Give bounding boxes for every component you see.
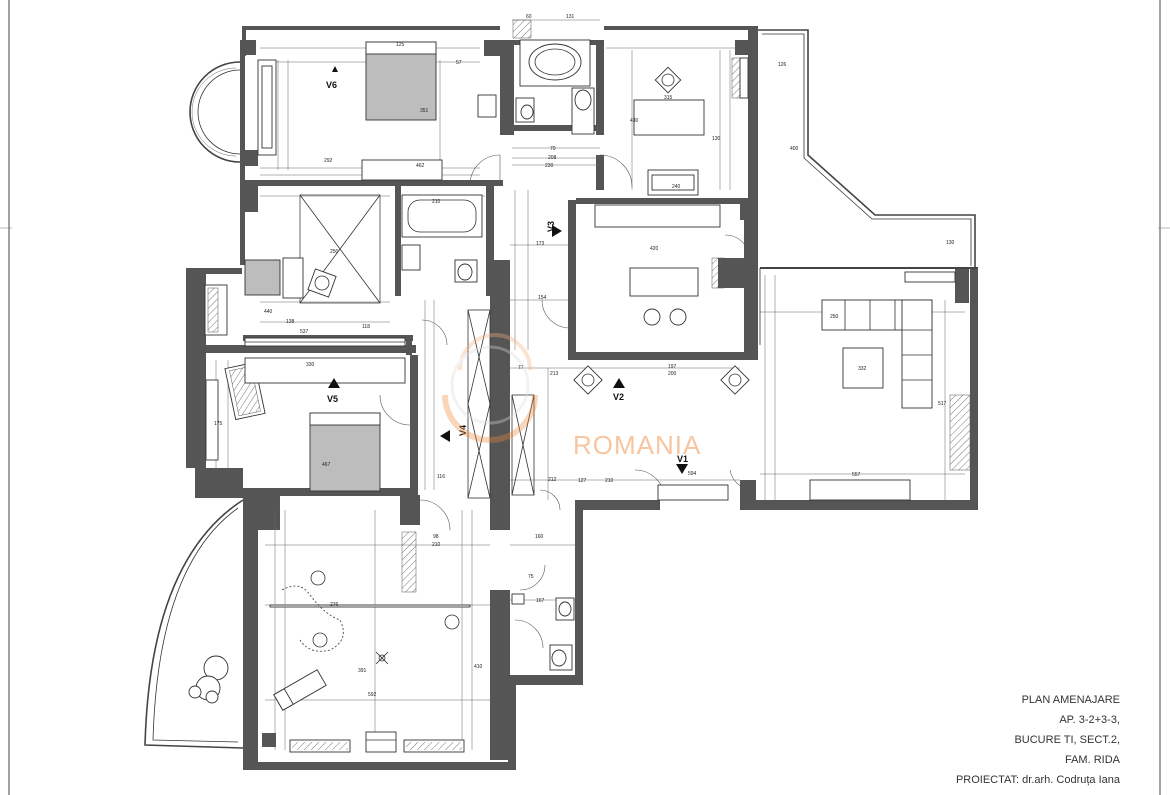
dim-text: 210 [605, 478, 614, 484]
view-marker-v2 [613, 378, 625, 388]
dim-text: 75 [528, 574, 534, 580]
dim-text: 154 [538, 295, 547, 301]
view-marker-v5 [328, 378, 340, 388]
dim-text: 175 [214, 421, 223, 427]
dim-text: 332 [858, 366, 867, 372]
dim-text: 116 [437, 474, 445, 480]
view-label-v1: V1 [677, 454, 688, 464]
dim-text: 60 [526, 14, 532, 20]
lower-left-room [262, 531, 471, 753]
dim-text: 391 [358, 668, 367, 674]
dim-text: 126 [778, 62, 787, 68]
view-marker-v1 [676, 464, 688, 474]
dim-text: 292 [324, 158, 333, 164]
view-marker-v6 [332, 66, 338, 72]
bedroom-v5 [205, 357, 406, 492]
bedroom-v6 [257, 41, 497, 181]
bathroom-top [512, 19, 595, 135]
view-label-v3: V3 [546, 221, 556, 232]
dim-text: 440 [264, 309, 273, 315]
dim-text: 351 [420, 108, 429, 114]
watermark-text: ROMANIA [573, 430, 702, 460]
dim-text: 240 [672, 184, 681, 190]
dim-text: 410 [474, 664, 483, 670]
dim-text: 77 [518, 365, 524, 371]
dim-text: 420 [650, 246, 659, 252]
title-block: PLAN AMENAJARE AP. 3-2+3-3, BUCURE TI, S… [956, 690, 1120, 790]
watermark-logo [442, 333, 538, 443]
view-label-v6: V6 [326, 80, 337, 90]
bathroom-lower [511, 593, 575, 671]
view-label-v4: V4 [458, 425, 468, 436]
dim-text: 557 [852, 472, 861, 478]
dim-text: 430 [630, 118, 639, 124]
balcony-table [188, 655, 229, 704]
view-markers [328, 66, 688, 474]
view-label-v2: V2 [613, 392, 624, 402]
title-line-designer: PROIECTAT: dr.arh. Codruța Iana [955, 774, 1120, 786]
dim-text: 70 [550, 146, 556, 152]
dim-text: 127 [578, 478, 587, 484]
bay-window-top [189, 61, 241, 163]
dim-text: 98 [433, 534, 439, 540]
dim-text: 125 [396, 42, 405, 48]
interior-walls [206, 125, 758, 530]
dim-text: 276 [330, 602, 339, 608]
dim-text: 131 [566, 14, 575, 20]
view-label-v5: V5 [327, 394, 338, 404]
dim-text: 130 [712, 136, 721, 142]
view-marker-v4 [440, 430, 450, 442]
dim-text: 467 [322, 462, 331, 468]
view-marker-v3 [552, 225, 562, 237]
title-line-family: FAM. RIDA [1064, 754, 1120, 766]
dim-text: 213 [550, 371, 559, 377]
dim-text: 592 [368, 692, 377, 698]
dim-text: 330 [306, 362, 315, 368]
dim-text: 230 [545, 163, 554, 169]
dim-text: 210 [432, 542, 441, 548]
dim-text: 250 [830, 314, 839, 320]
dim-text: 130 [946, 240, 955, 246]
dim-text: 160 [535, 534, 544, 540]
title-line-plan: PLAN AMENAJARE [1021, 694, 1120, 706]
dim-text: 200 [668, 371, 677, 377]
dim-text: 537 [300, 329, 309, 335]
dim-text: 315 [664, 95, 673, 101]
living-room [759, 268, 971, 501]
left-mid-zone [204, 257, 406, 347]
dim-text: 462 [416, 163, 425, 169]
dim-text: 400 [790, 146, 799, 152]
dim-text: 57 [456, 60, 462, 66]
dim-text: 212 [548, 477, 557, 483]
corridor-wardrobe [467, 309, 535, 499]
dim-text: 138 [286, 319, 295, 325]
exterior-walls [186, 26, 978, 770]
dim-text: 167 [536, 598, 545, 604]
dim-text: 118 [362, 324, 370, 330]
dim-text: 250 [330, 249, 339, 255]
dim-text: 197 [668, 364, 677, 370]
dim-text: 173 [536, 241, 545, 247]
title-line-city: BUCURE TI, SECT.2, [1014, 734, 1120, 746]
dim-text: 594 [688, 471, 697, 477]
balcony-bottom-left [144, 499, 244, 749]
dim-text: 208 [548, 155, 557, 161]
dining-zone [573, 204, 750, 501]
kitchen-top [633, 57, 749, 196]
dim-text: 517 [938, 401, 947, 407]
dimension-texts: 60 131 125 57 462 351 70 208 230 210 250… [214, 14, 955, 698]
title-line-apartment: AP. 3-2+3-3, [1059, 714, 1120, 726]
view-labels: V6 V5 V2 V1 V3 V4 [326, 80, 688, 464]
dim-text: 210 [432, 199, 441, 205]
